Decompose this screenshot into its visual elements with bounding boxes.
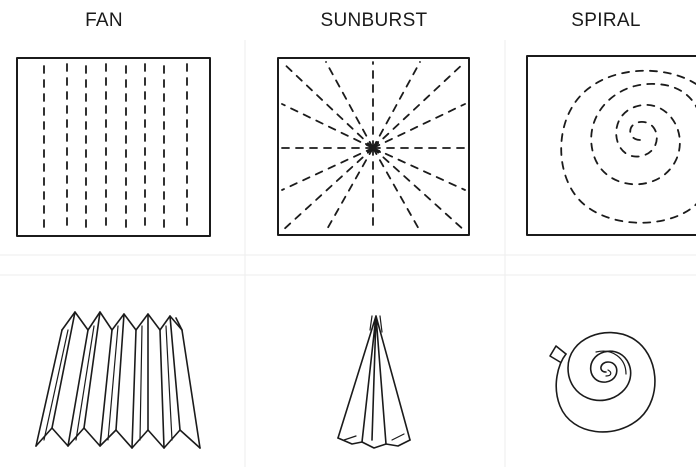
fan-pattern-square bbox=[17, 58, 210, 236]
spiral-fold-line bbox=[561, 71, 696, 223]
folded-fan-illustration bbox=[36, 312, 200, 448]
spiral-pattern-square bbox=[527, 56, 696, 235]
fan-fold-lines bbox=[44, 64, 187, 232]
sunburst-pattern-square bbox=[278, 58, 469, 235]
sunburst-fold-lines bbox=[282, 62, 465, 231]
folded-sunburst-illustration bbox=[338, 316, 410, 448]
folded-spiral-illustration bbox=[550, 333, 655, 432]
